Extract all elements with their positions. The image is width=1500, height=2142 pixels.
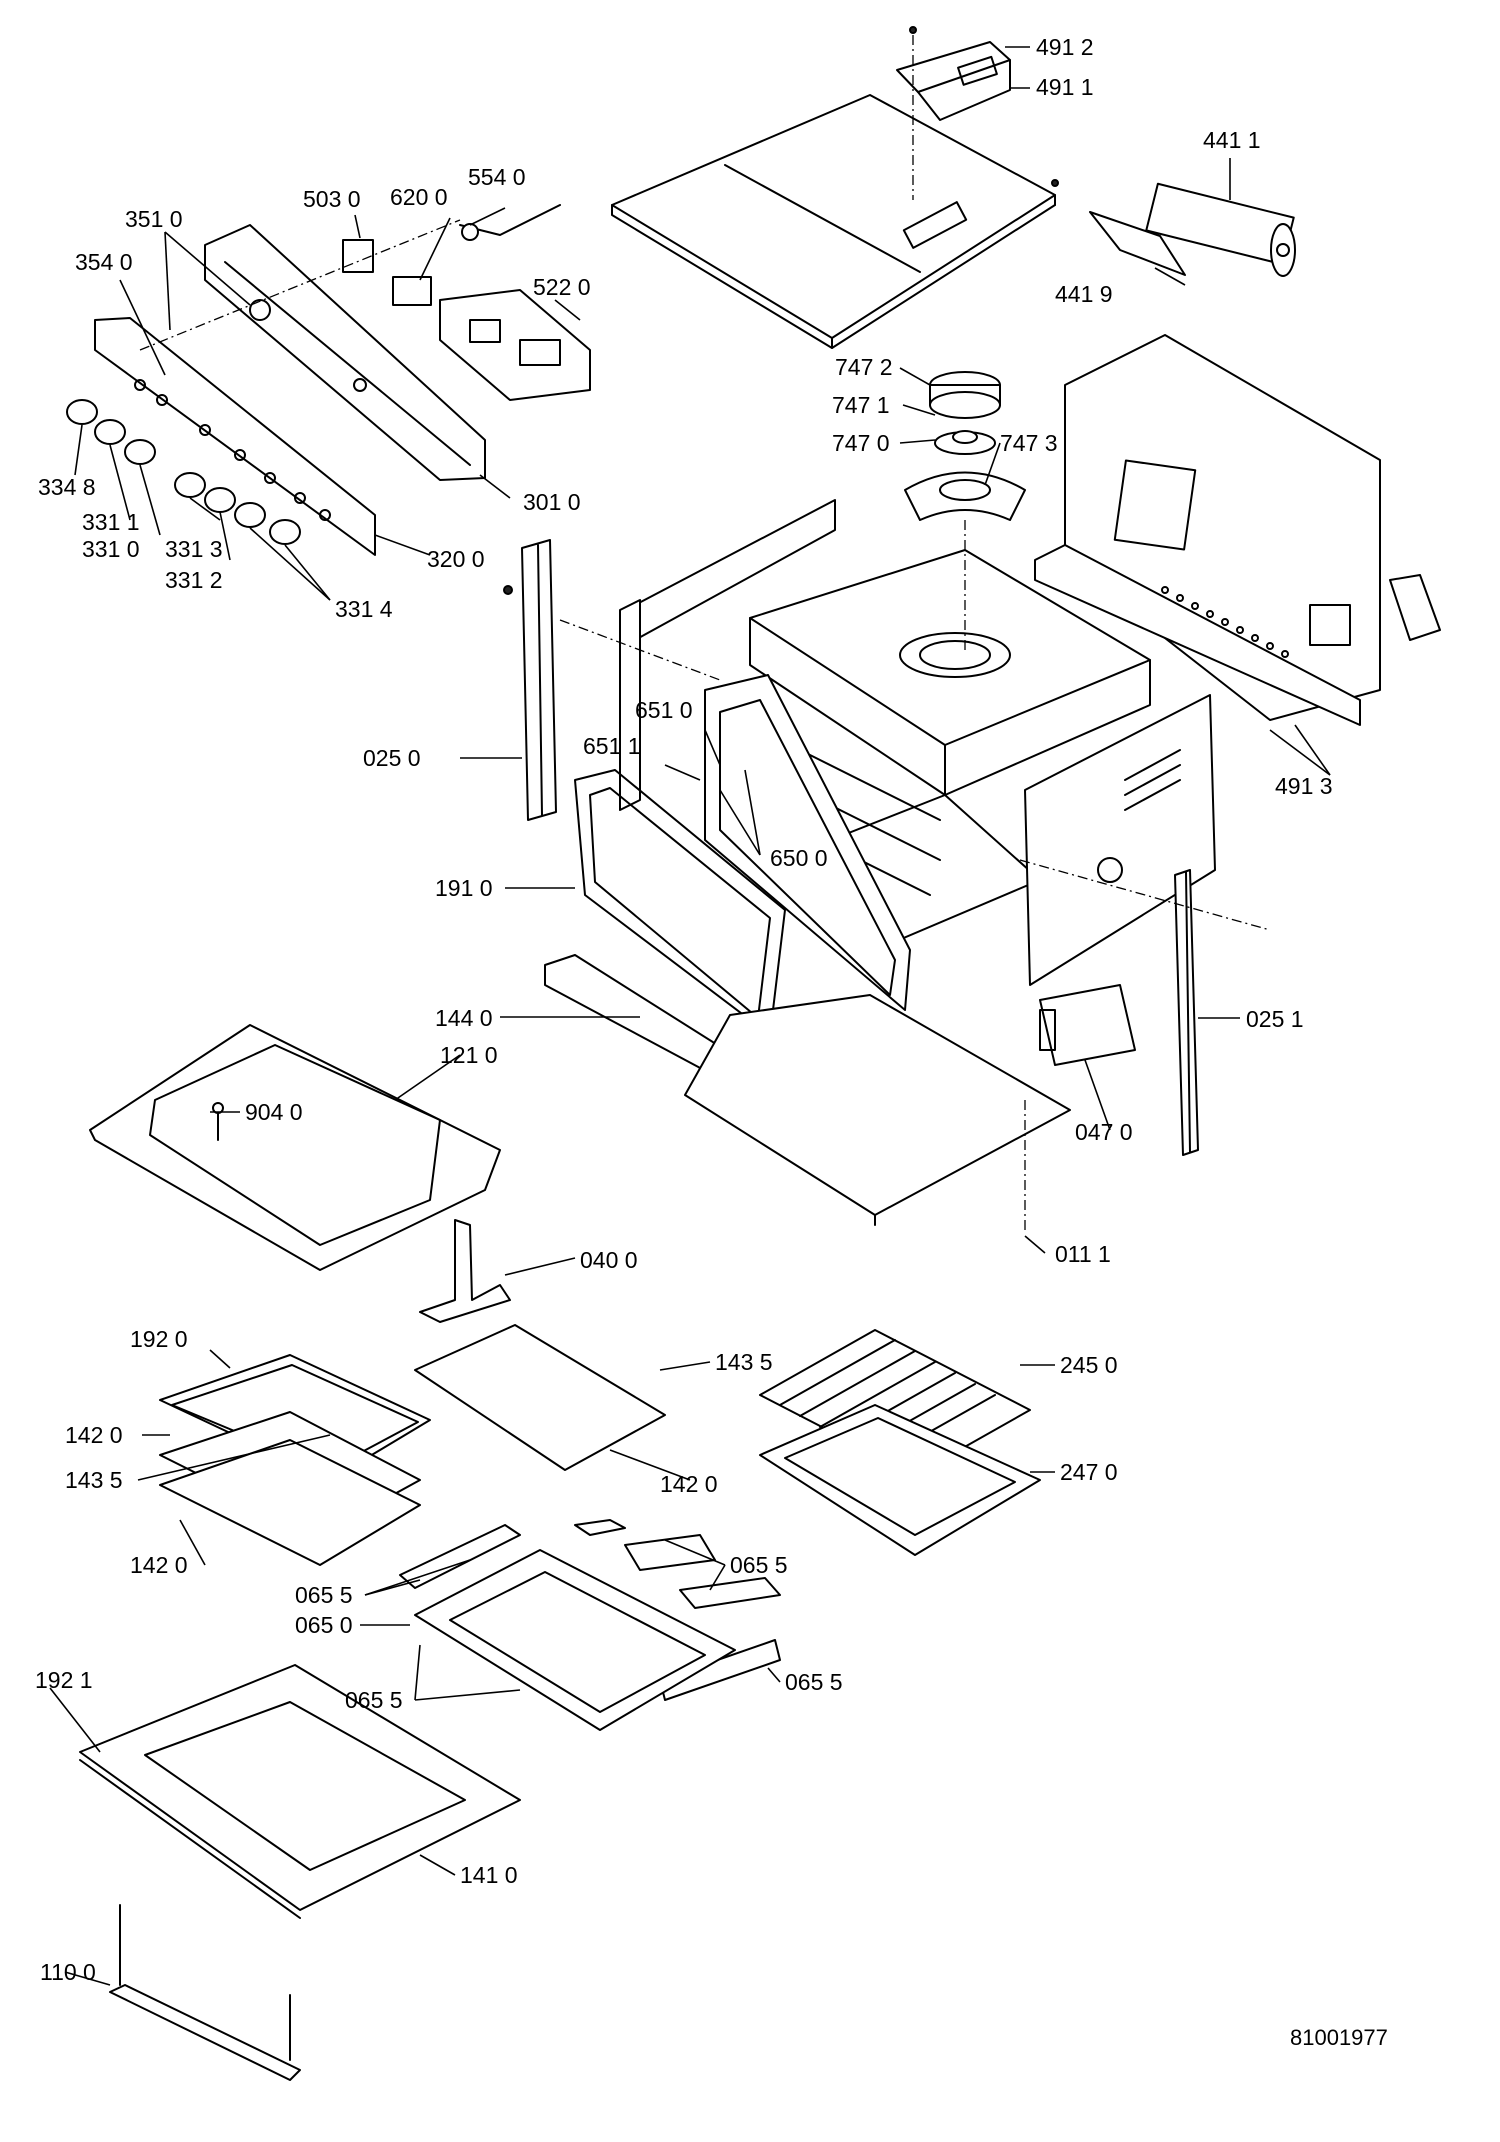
callout-245-0: 245 0 xyxy=(1060,1352,1118,1378)
callout-747-1: 747 1 xyxy=(832,392,890,418)
callout-191-0: 191 0 xyxy=(435,875,493,901)
callout-503-0: 503 0 xyxy=(303,186,361,212)
callout-320-0: 320 0 xyxy=(427,546,485,572)
callout-331-3: 331 3 xyxy=(165,536,223,562)
callout-331-0: 331 0 xyxy=(82,536,140,562)
callout-650-0: 650 0 xyxy=(770,845,828,871)
callout-047-0: 047 0 xyxy=(1075,1119,1133,1145)
callout-143-5-left: 143 5 xyxy=(65,1467,123,1493)
callout-651-0: 651 0 xyxy=(635,697,693,723)
assembly-lines xyxy=(139,35,1271,1230)
callout-651-1: 651 1 xyxy=(583,733,641,759)
electronic-module xyxy=(439,289,591,401)
callout-065-5-right: 065 5 xyxy=(730,1552,788,1578)
door-gasket xyxy=(574,769,786,1036)
callout-247-0: 247 0 xyxy=(1060,1459,1118,1485)
callout-747-2: 747 2 xyxy=(835,354,893,380)
door-hinge-arm xyxy=(419,1219,511,1323)
callout-144-0: 144 0 xyxy=(435,1005,493,1031)
callout-301-0: 301 0 xyxy=(523,489,581,515)
callout-025-0: 025 0 xyxy=(363,745,421,771)
back-panel-holes xyxy=(1161,586,1289,658)
callout-331-4: 331 4 xyxy=(335,596,393,622)
callout-121-0: 121 0 xyxy=(440,1042,498,1068)
cooling-fan xyxy=(1089,182,1296,277)
callout-040-0: 040 0 xyxy=(580,1247,638,1273)
callout-522-0: 522 0 xyxy=(533,274,591,300)
hinge-bracket xyxy=(1039,984,1136,1066)
cavity-front-frame xyxy=(704,674,911,1011)
callout-192-0: 192 0 xyxy=(130,1326,188,1352)
callout-491-3: 491 3 xyxy=(1275,773,1333,799)
relay-block xyxy=(342,204,561,306)
callout-441-1: 441 1 xyxy=(1203,127,1261,153)
callout-491-1: 491 1 xyxy=(1036,74,1094,100)
vent-bracket xyxy=(896,26,1011,121)
drip-tray xyxy=(759,1404,1041,1556)
right-side-rail xyxy=(1174,869,1199,1156)
callout-331-2: 331 2 xyxy=(165,567,223,593)
callout-904-0: 904 0 xyxy=(245,1099,303,1125)
callout-143-5-right: 143 5 xyxy=(715,1349,773,1375)
callout-141-0: 141 0 xyxy=(460,1862,518,1888)
callout-747-0: 747 0 xyxy=(832,430,890,456)
left-side-rail xyxy=(503,539,557,821)
fascia-holes xyxy=(134,379,331,521)
callout-334-8: 334 8 xyxy=(38,474,96,500)
callout-065-5-left: 065 5 xyxy=(295,1582,353,1608)
top-cover-panel xyxy=(611,94,1059,349)
callout-065-5-lower: 065 5 xyxy=(345,1687,403,1713)
right-side-panel xyxy=(1024,694,1216,986)
callout-065-0: 065 0 xyxy=(295,1612,353,1638)
document-number: 81001977 xyxy=(1290,2025,1388,2050)
control-knobs xyxy=(66,399,301,545)
outer-door xyxy=(79,1664,521,1919)
callout-142-0-right: 142 0 xyxy=(660,1471,718,1497)
callout-331-1: 331 1 xyxy=(82,509,140,535)
back-wall-panel xyxy=(1034,334,1441,726)
callout-192-1: 192 1 xyxy=(35,1667,93,1693)
outer-door-frame xyxy=(89,1024,501,1271)
callout-441-9: 441 9 xyxy=(1055,281,1113,307)
callout-620-0: 620 0 xyxy=(390,184,448,210)
callout-065-5-far: 065 5 xyxy=(785,1669,843,1695)
callout-025-1: 025 1 xyxy=(1246,1006,1304,1032)
callout-554-0: 554 0 xyxy=(468,164,526,190)
callout-011-1: 011 1 xyxy=(1055,1241,1111,1267)
callout-leaders xyxy=(49,46,1331,1986)
callout-351-0: 351 0 xyxy=(125,206,183,232)
callout-142-0-top: 142 0 xyxy=(65,1422,123,1448)
door-handle xyxy=(109,1904,301,2081)
callout-110-0: 110 0 xyxy=(40,1959,96,1985)
callout-491-2: 491 2 xyxy=(1036,34,1094,60)
callout-labels: 491 2 491 1 441 1 441 9 503 0 620 0 554 … xyxy=(35,34,1333,1985)
callout-354-0: 354 0 xyxy=(75,249,133,275)
callout-142-0-bottom: 142 0 xyxy=(130,1552,188,1578)
bottom-panel xyxy=(684,994,1071,1226)
callout-747-3: 747 3 xyxy=(1000,430,1058,456)
inner-door-frame xyxy=(414,1549,736,1731)
